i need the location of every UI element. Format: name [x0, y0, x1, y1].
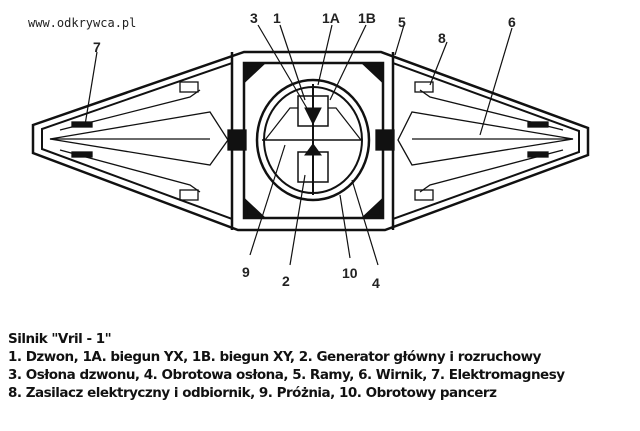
label-2: 2 — [282, 273, 290, 289]
label-8: 8 — [438, 30, 446, 46]
label-3: 3 — [250, 10, 258, 26]
legend-title: Silnik "Vril - 1" — [8, 331, 112, 347]
label-5: 5 — [398, 14, 406, 30]
leader-lines — [84, 24, 513, 266]
label-6: 6 — [508, 14, 516, 30]
outer-hull — [31, 50, 590, 232]
label-1a: 1A — [322, 10, 340, 26]
label-10: 10 — [342, 265, 358, 281]
label-1b: 1B — [358, 10, 376, 26]
label-1: 1 — [273, 10, 281, 26]
label-9: 9 — [242, 264, 250, 280]
bell-assembly — [255, 78, 371, 202]
legend-line: 1. Dzwon, 1A. biegun YX, 1B. biegun XY, … — [8, 349, 541, 365]
rotors — [49, 81, 574, 201]
label-4: 4 — [372, 275, 380, 291]
label-7: 7 — [93, 39, 101, 55]
legend-line: 3. Osłona dzwonu, 4. Obrotowa osłona, 5.… — [8, 367, 565, 383]
legend-line: 8. Zasilacz elektryczny i odbiornik, 9. … — [8, 385, 497, 401]
legend: Silnik "Vril - 1" 1. Dzwon, 1A. biegun Y… — [8, 330, 565, 402]
watermark: www.odkrywca.pl — [28, 16, 136, 30]
